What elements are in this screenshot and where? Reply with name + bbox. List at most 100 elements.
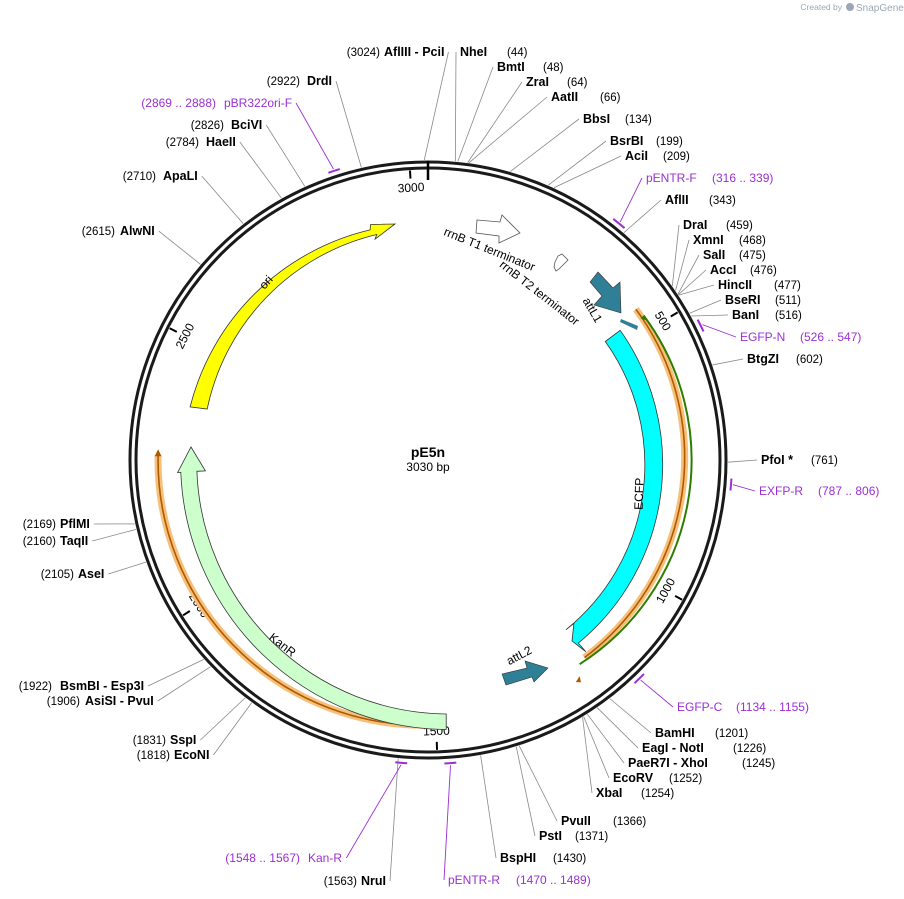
site-pos-haeII: (2784) (166, 137, 199, 149)
site-alwNI[interactable]: AlwNI (120, 224, 155, 238)
site-pos-eagI-notI: (1226) (733, 743, 766, 755)
site-pos-ecoRV: (1252) (669, 773, 702, 785)
primer-leader-line (619, 177, 643, 223)
site-pflMI[interactable]: PflMI (60, 517, 90, 531)
tick-mark-1000 (674, 595, 683, 601)
site-bbsI[interactable]: BbsI (583, 112, 610, 126)
site-bsmBI-esp3I[interactable]: BsmBI - Esp3I (60, 679, 144, 693)
site-pfoI[interactable]: PfoI * (761, 453, 793, 467)
site-paeR7I-xhoI[interactable]: PaeR7I - XhoI (628, 756, 708, 770)
site-leader-line (510, 118, 580, 172)
site-aciI[interactable]: AciI (625, 149, 648, 163)
site-leader-line (689, 299, 722, 314)
site-pos-apaLI: (2710) (123, 171, 156, 183)
primer-mark (729, 478, 733, 491)
tick-label-3000: 3000 (397, 180, 425, 196)
site-leader-line (147, 658, 204, 687)
site-xbaI[interactable]: XbaI (596, 786, 622, 800)
site-pos-asiSI-pvuI: (1906) (47, 696, 80, 708)
site-leader-line (582, 717, 593, 794)
site-banI[interactable]: BanI (732, 308, 759, 322)
label-ecfp: ECFP (631, 478, 646, 510)
site-leader-line (389, 758, 399, 882)
tick-mark-2500 (169, 327, 178, 333)
site-eagI-notI[interactable]: EagI - NotI (642, 741, 704, 755)
site-pstI[interactable]: PstI (539, 829, 562, 843)
site-asiSI-pvuI[interactable]: AsiSI - PvuI (85, 694, 154, 708)
site-xmnI[interactable]: XmnI (693, 233, 724, 247)
site-leader-line (108, 561, 147, 575)
site-leader-line (515, 746, 536, 837)
site-leader-line (691, 314, 729, 317)
site-bmtI[interactable]: BmtI (497, 60, 525, 74)
feature-rrnb-t2[interactable] (553, 253, 569, 272)
site-bspHI[interactable]: BspHI (500, 851, 536, 865)
tick-mark-2000 (182, 610, 191, 617)
site-accI[interactable]: AccI (710, 263, 736, 277)
site-pos-draI: (459) (726, 220, 753, 232)
primer-exfp-r[interactable]: EXFP-R (759, 484, 803, 498)
site-aatII[interactable]: AatII (551, 90, 578, 104)
site-leader-line (480, 755, 497, 859)
site-aseI[interactable]: AseI (78, 567, 104, 581)
site-leader-line (213, 702, 252, 756)
primer-pentr-f[interactable]: pENTR-F (646, 171, 697, 185)
site-haeII[interactable]: HaeII (206, 135, 236, 149)
feature-attl2[interactable] (501, 660, 549, 686)
feature-rrnb-t1[interactable] (475, 214, 521, 244)
primer-pbr322ori-f[interactable]: pBR322ori-F (224, 96, 292, 110)
site-bciVI[interactable]: BciVI (231, 118, 262, 132)
site-ecoNI[interactable]: EcoNI (174, 748, 209, 762)
site-pos-aatII: (66) (600, 92, 621, 104)
site-leader-line (157, 666, 211, 702)
primer-egfp-n[interactable]: EGFP-N (740, 330, 785, 344)
site-apaLI[interactable]: ApaLI (163, 169, 198, 183)
site-drdI[interactable]: DrdI (307, 74, 332, 88)
site-nheI[interactable]: NheI (460, 45, 487, 59)
site-nruI[interactable]: NruI (361, 874, 386, 888)
site-sspI[interactable]: SspI (170, 733, 196, 747)
site-leader-line (596, 707, 639, 749)
orf-right-arrowhead (575, 676, 581, 683)
plasmid-name: pE5n (411, 444, 445, 460)
site-pos-drdI: (2922) (267, 76, 300, 88)
primer-egfp-c[interactable]: EGFP-C (677, 700, 723, 714)
site-pos-bsrBI: (199) (656, 136, 683, 148)
primer-range-pentr-r: (1470 .. 1489) (516, 873, 591, 887)
site-pos-alwNI: (2615) (82, 226, 115, 238)
label-rrnb-t2: rrnB T2 terminator (497, 257, 582, 328)
site-leader-line (265, 124, 306, 187)
feature-ecfp[interactable] (565, 329, 664, 653)
site-leader-line (671, 224, 680, 286)
site-pos-bciVI: (2826) (191, 120, 224, 132)
tick-mark-500 (670, 311, 679, 318)
tick-label-1000: 1000 (653, 575, 678, 605)
feature-ori[interactable] (189, 223, 397, 410)
site-salI[interactable]: SalI (703, 248, 725, 262)
site-taqII[interactable]: TaqII (60, 534, 88, 548)
site-draI[interactable]: DraI (683, 218, 707, 232)
site-leader-line (200, 697, 246, 741)
site-leader-line (158, 230, 201, 265)
feature-attl1[interactable] (589, 271, 622, 314)
primer-mark (612, 218, 626, 229)
site-zraI[interactable]: ZraI (526, 75, 549, 89)
primer-range-egfp-n: (526 .. 547) (800, 330, 861, 344)
primer-pentr-r[interactable]: pENTR-R (448, 873, 500, 887)
site-bamHI[interactable]: BamHI (655, 726, 695, 740)
feature-kanr[interactable] (176, 446, 447, 730)
site-bseRI[interactable]: BseRI (725, 293, 760, 307)
site-pvuII[interactable]: PvuII (561, 814, 591, 828)
site-btgZI[interactable]: BtgZI (747, 352, 779, 366)
site-bsrBI[interactable]: BsrBI (610, 134, 643, 148)
site-pos-pflMI: (2169) (23, 519, 56, 531)
site-hincII[interactable]: HincII (718, 278, 752, 292)
primer-marks (328, 168, 733, 765)
site-leader-line (92, 528, 137, 542)
primer-leader-line (295, 102, 334, 170)
site-aflII[interactable]: AflII (665, 193, 689, 207)
site-aflIII-pciI[interactable]: AflIII - PciI (384, 45, 444, 59)
site-ecoRV[interactable]: EcoRV (613, 771, 654, 785)
primer-kan-r[interactable]: Kan-R (308, 851, 342, 865)
tick-label-500: 500 (652, 309, 674, 334)
